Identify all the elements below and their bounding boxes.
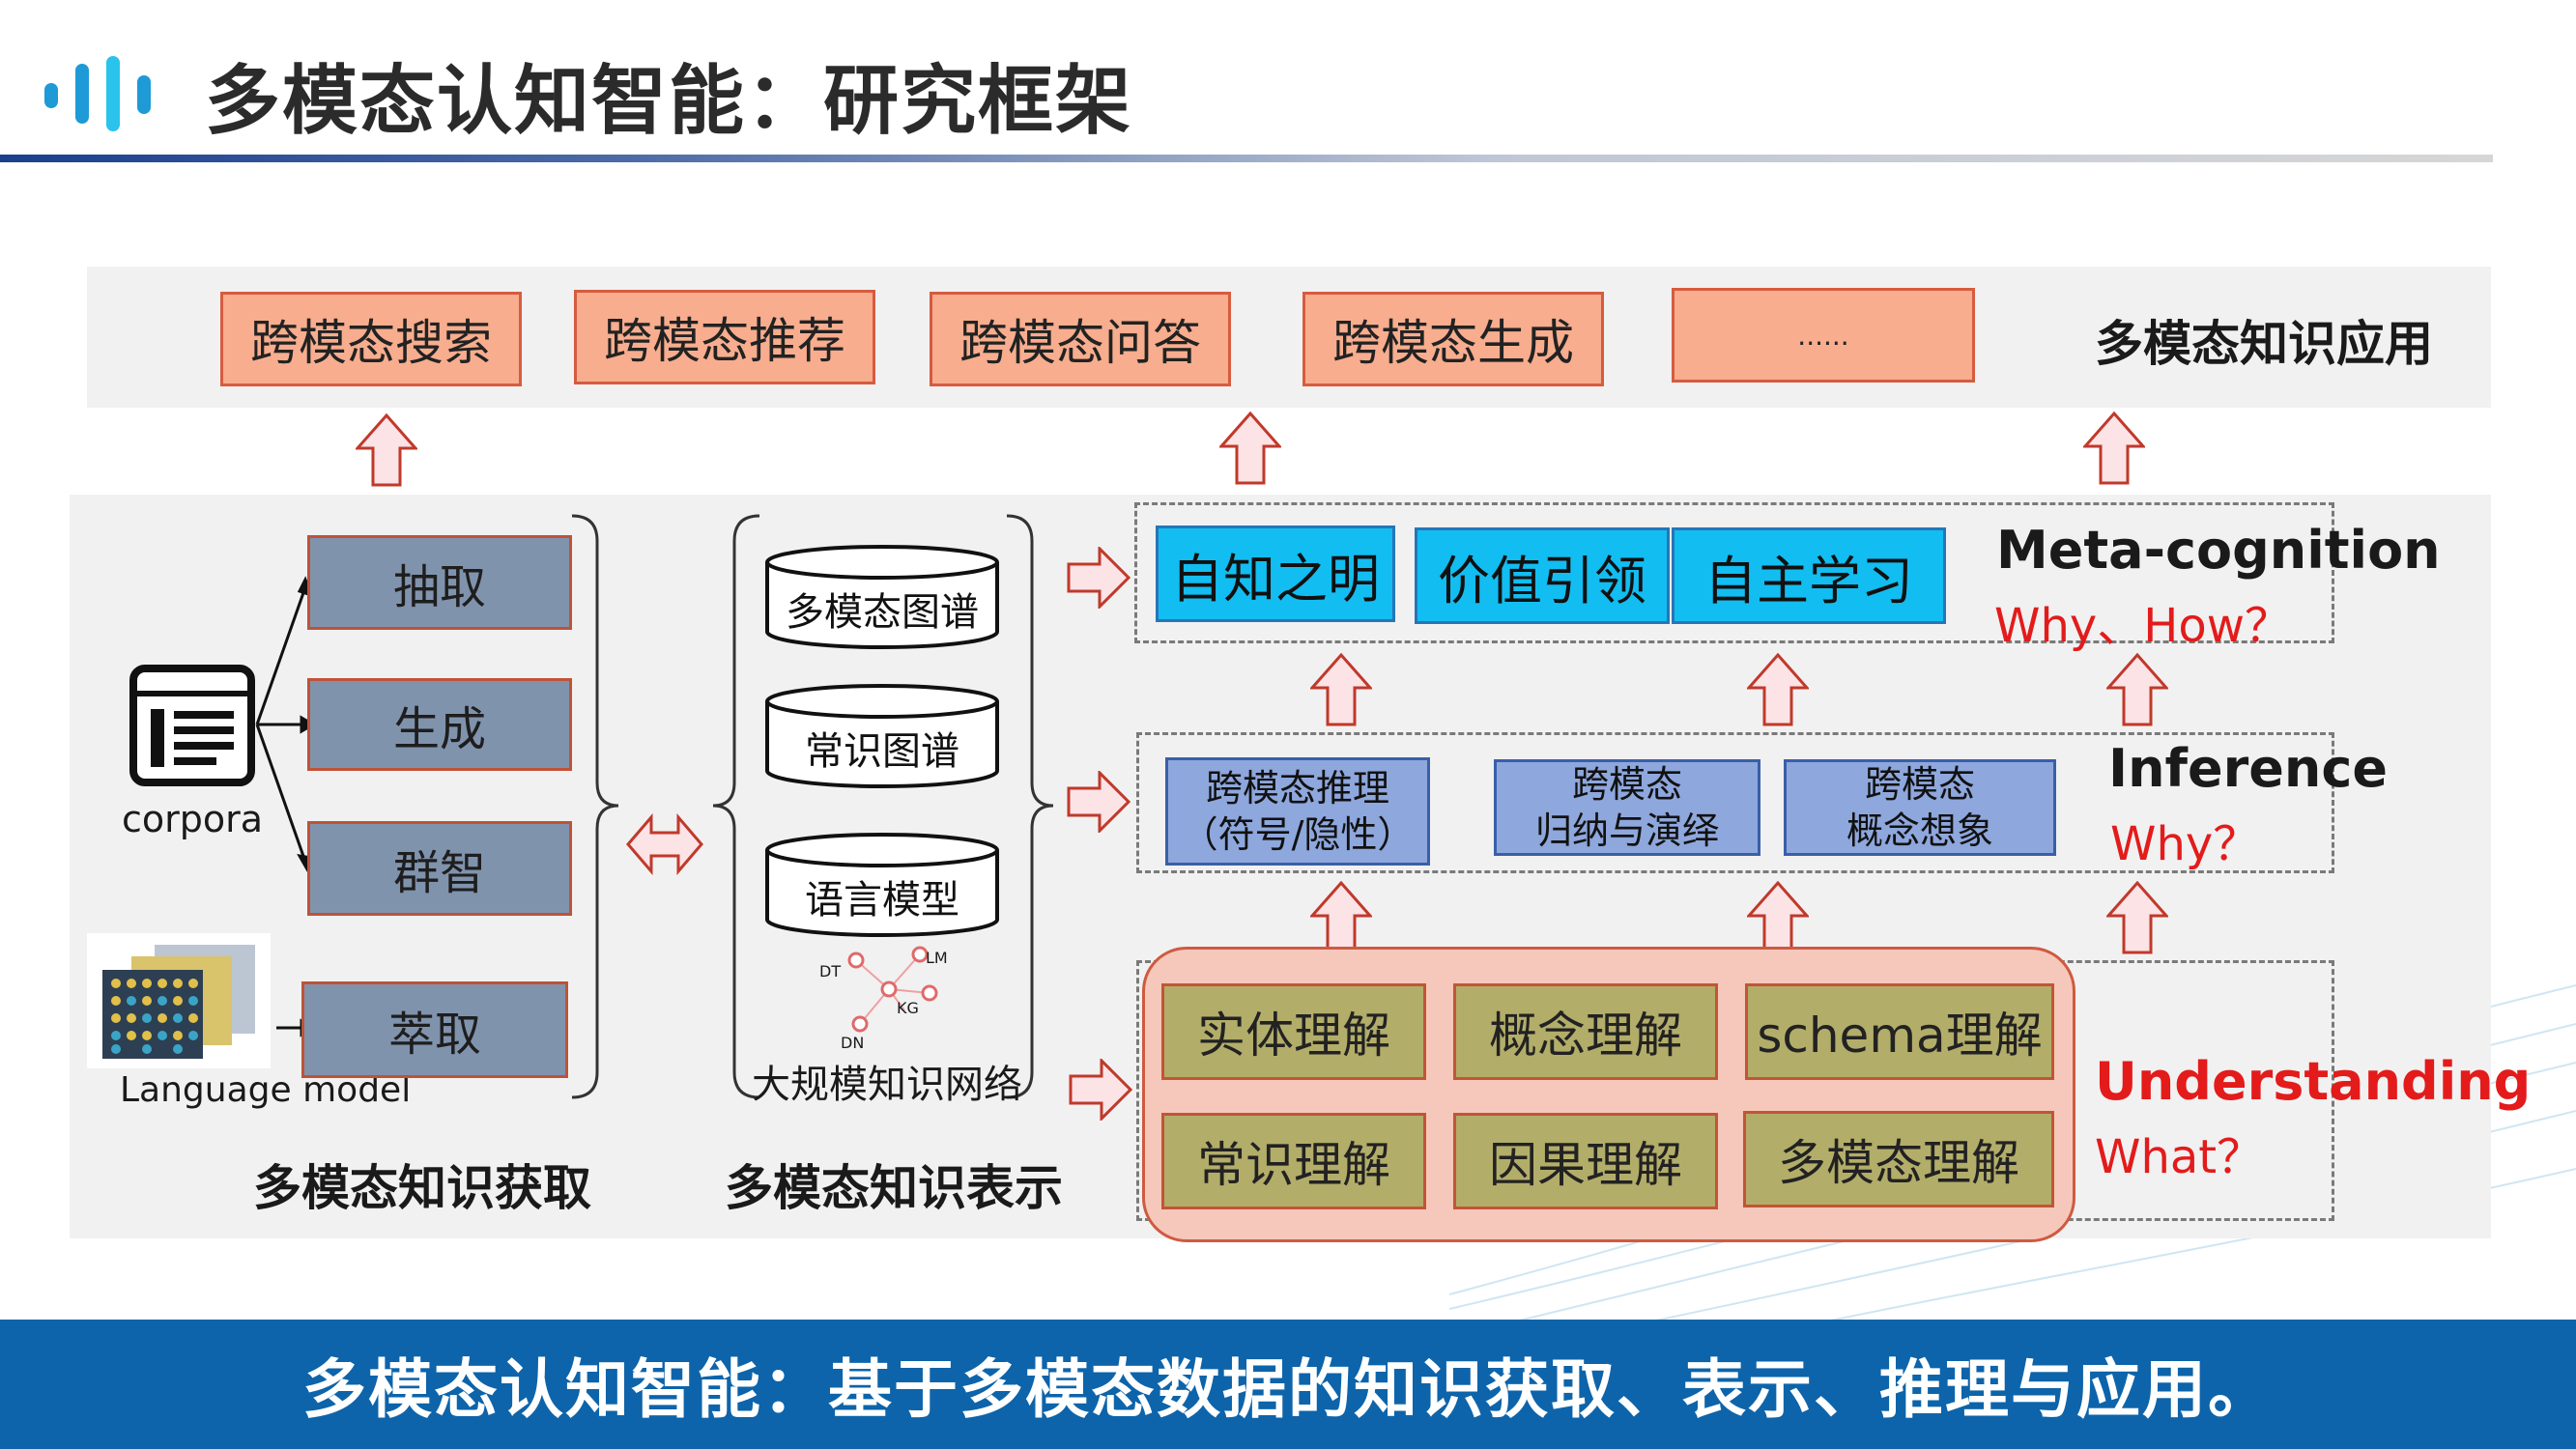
up-arrow-icon bbox=[1310, 653, 1372, 726]
inference-item-line1: 跨模态推理 bbox=[1205, 767, 1389, 810]
inference-item-line2: 概念想象 bbox=[1846, 810, 1993, 852]
metacognition-question: Why、How？ bbox=[1994, 599, 2292, 653]
corpora-label: corpora bbox=[122, 798, 264, 840]
inference-item-line1: 跨模态 bbox=[1571, 763, 1682, 806]
inference-layer bbox=[1136, 732, 2334, 873]
acquisition-section-label: 多模态知识获取 bbox=[253, 1160, 591, 1216]
up-arrow-icon bbox=[356, 413, 417, 487]
understanding-item-concept: 概念理解 bbox=[1453, 983, 1718, 1080]
graph-node-label: LM bbox=[926, 949, 948, 967]
understanding-title: Understanding bbox=[2095, 1051, 2532, 1112]
understanding-item-schema: schema理解 bbox=[1745, 983, 2054, 1080]
metacognition-title: Meta-cognition bbox=[1996, 520, 2441, 581]
graph-node-label: KG bbox=[897, 999, 919, 1017]
acquisition-item-extraction: 抽取 bbox=[307, 535, 572, 630]
database-cylinder-icon bbox=[765, 545, 999, 649]
metacognition-item-self-awareness: 自知之明 bbox=[1156, 526, 1395, 622]
representation-section-label: 多模态知识表示 bbox=[725, 1160, 1063, 1216]
up-arrow-icon bbox=[2083, 412, 2145, 485]
app-item-more: ...... bbox=[1672, 288, 1975, 383]
footer-banner bbox=[0, 1320, 2576, 1449]
metacognition-item-value-guidance: 价值引领 bbox=[1415, 527, 1670, 624]
inference-item-cross-modal-reasoning: 跨模态推理 （符号/隐性） bbox=[1165, 757, 1430, 866]
understanding-question: What？ bbox=[2095, 1130, 2264, 1184]
up-arrow-icon bbox=[1219, 412, 1281, 485]
acquisition-item-crowd-intelligence: 群智 bbox=[307, 821, 572, 916]
app-item-cross-modal-qa: 跨模态问答 bbox=[930, 292, 1231, 386]
representation-item-multimodal-graph: 多模态图谱 bbox=[786, 590, 979, 635]
logo-bars-icon bbox=[44, 56, 151, 131]
inference-item-line2: 归纳与演绎 bbox=[1534, 810, 1719, 852]
understanding-item-multimodal: 多模态理解 bbox=[1743, 1111, 2054, 1208]
up-arrow-icon bbox=[1310, 881, 1372, 954]
graph-node-label: DT bbox=[819, 962, 842, 980]
inference-question: Why？ bbox=[2110, 817, 2260, 871]
right-arrow-icon bbox=[1069, 1059, 1132, 1121]
up-arrow-icon bbox=[2106, 653, 2168, 726]
acquisition-item-generation: 生成 bbox=[307, 678, 572, 771]
knowledge-network-label: 大规模知识网络 bbox=[752, 1063, 1022, 1107]
metacognition-layer bbox=[1134, 502, 2334, 643]
metacognition-item-autonomous-learning: 自主学习 bbox=[1672, 527, 1946, 624]
right-arrow-icon bbox=[1067, 771, 1131, 833]
up-arrow-icon bbox=[1747, 653, 1809, 726]
language-model-image bbox=[87, 933, 271, 1068]
database-cylinder-icon bbox=[765, 684, 999, 788]
representation-item-commonsense-graph: 常识图谱 bbox=[805, 729, 959, 774]
right-arrow-icon bbox=[1067, 547, 1131, 609]
bidirectional-arrow-icon bbox=[626, 813, 703, 875]
understanding-item-causal: 因果理解 bbox=[1453, 1113, 1718, 1209]
representation-left-bracket bbox=[713, 514, 760, 1099]
inference-item-line1: 跨模态 bbox=[1864, 763, 1975, 806]
understanding-item-entity: 实体理解 bbox=[1161, 983, 1426, 1080]
understanding-item-commonsense: 常识理解 bbox=[1161, 1113, 1426, 1209]
application-section-label: 多模态知识应用 bbox=[2095, 316, 2433, 372]
database-cylinder-icon bbox=[765, 833, 999, 937]
up-arrow-icon bbox=[1747, 881, 1809, 954]
knowledge-network-graph-icon bbox=[847, 946, 938, 1033]
acquisition-item-distillation: 萃取 bbox=[301, 981, 568, 1078]
inference-item-induction-deduction: 跨模态 归纳与演绎 bbox=[1494, 759, 1760, 856]
title-underline bbox=[0, 155, 2493, 162]
inference-item-line2: （符号/隐性） bbox=[1181, 813, 1415, 856]
acquisition-connectors bbox=[255, 576, 316, 1037]
representation-right-bracket bbox=[1006, 514, 1053, 1099]
footer-summary-text: 多模态认知智能：基于多模态数据的知识获取、表示、推理与应用。 bbox=[302, 1352, 2274, 1427]
document-icon bbox=[129, 665, 255, 786]
page-title: 多模态认知智能：研究框架 bbox=[205, 58, 1133, 145]
app-item-cross-modal-search: 跨模态搜索 bbox=[220, 292, 522, 386]
representation-item-language-model: 语言模型 bbox=[805, 878, 959, 923]
graph-node-label: DN bbox=[841, 1034, 865, 1052]
acquisition-bracket bbox=[571, 514, 619, 1099]
inference-item-concept-imagination: 跨模态 概念想象 bbox=[1784, 759, 2056, 856]
inference-title: Inference bbox=[2108, 738, 2388, 799]
up-arrow-icon bbox=[2106, 881, 2168, 954]
app-item-cross-modal-generation: 跨模态生成 bbox=[1302, 292, 1604, 386]
app-item-cross-modal-recommendation: 跨模态推荐 bbox=[574, 290, 875, 384]
